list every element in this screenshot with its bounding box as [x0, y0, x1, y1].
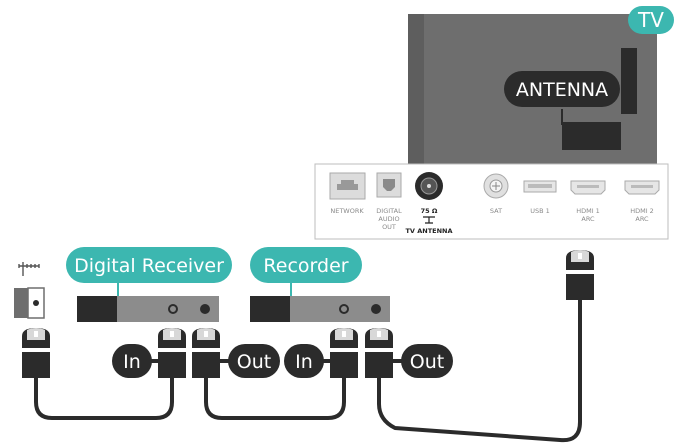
receiver-in-bubble: In — [112, 344, 158, 378]
tv-connector-panel: NETWORK DIGITAL AUDIO OUT 75 Ω TV ANTENN… — [314, 163, 669, 240]
plug-receiver-in — [158, 328, 186, 378]
antenna-symbol-icon — [423, 216, 435, 224]
hdmi2-label-1: HDMI 2 — [630, 207, 654, 215]
plug-tv — [566, 250, 594, 300]
digital-audio-label-1: DIGITAL — [376, 207, 402, 215]
receiver-out-jack — [200, 304, 210, 314]
antenna-pill: ANTENNA — [504, 71, 620, 107]
tv-edge — [408, 14, 424, 164]
receiver-in-jack — [168, 304, 178, 314]
optical-jack-icon — [383, 179, 395, 191]
cable-recorder-to-tv — [377, 298, 582, 443]
hdmi1-port: HDMI 1 ARC — [570, 180, 606, 223]
hdmi1-label-1: HDMI 1 — [576, 207, 600, 215]
cable-receiver-to-recorder — [204, 376, 346, 420]
antenna-name-label: TV ANTENNA — [406, 227, 453, 235]
digital-audio-label-2: AUDIO — [378, 215, 399, 223]
receiver-out-bubble: Out — [220, 344, 280, 378]
recorder-front — [250, 296, 290, 322]
recorder-in-bubble: In — [284, 344, 330, 378]
digital-audio-label-3: OUT — [382, 223, 396, 231]
io-labels: In Out In Out — [112, 344, 453, 378]
plugs — [22, 250, 594, 378]
hdmi1-jack-pins — [577, 185, 599, 188]
sat-label: SAT — [490, 207, 502, 215]
antenna-icon — [18, 262, 40, 276]
network-label: NETWORK — [330, 207, 364, 215]
recorder-device: Recorder — [250, 247, 390, 322]
plug-receiver-out — [192, 328, 220, 378]
plug-recorder-out — [365, 328, 393, 378]
network-jack-icon — [337, 180, 358, 190]
hdmi2-jack-pins — [631, 185, 653, 188]
hdmi2-label-2: ARC — [635, 215, 649, 223]
recorder-pill — [250, 247, 362, 283]
wall-socket-left — [14, 288, 28, 318]
digital-audio-port: DIGITAL AUDIO OUT — [376, 172, 402, 231]
tv-socket-block — [562, 122, 621, 150]
tv-antenna-port: 75 Ω TV ANTENNA — [406, 172, 453, 235]
recorder-in-label: In — [295, 351, 313, 373]
tv-badge-label: TV — [637, 8, 664, 32]
tv-slot — [621, 48, 637, 114]
hdmi1-label-2: ARC — [581, 215, 595, 223]
cable-antenna-to-receiver — [34, 376, 174, 420]
antenna-pill-bg — [504, 71, 620, 107]
recorder-out-label: Out — [410, 351, 444, 373]
sat-jack-icon — [492, 182, 500, 190]
antenna-pill-label: ANTENNA — [516, 79, 608, 101]
receiver-in-label: In — [123, 351, 141, 373]
recorder-out-bubble: Out — [393, 344, 453, 378]
recorder-in-jack — [339, 304, 349, 314]
receiver-front — [77, 296, 117, 322]
hdmi2-port: HDMI 2 ARC — [624, 180, 660, 223]
usb-jack-tongue — [528, 184, 552, 188]
antenna-value-label: 75 Ω — [421, 207, 438, 215]
wall-antenna-socket — [14, 262, 45, 319]
cables — [34, 298, 582, 443]
receiver-label: Digital Receiver — [74, 255, 224, 277]
wall-socket-hole — [33, 300, 39, 306]
tv-badge-bg — [628, 6, 674, 34]
usb-label: USB 1 — [530, 207, 550, 215]
usb-port: USB 1 — [523, 180, 557, 215]
tv-badge: TV — [628, 6, 674, 34]
recorder-out-jack — [371, 304, 381, 314]
network-port: NETWORK — [329, 172, 366, 215]
plug-wall — [22, 328, 50, 378]
digital-receiver-device: Digital Receiver — [66, 247, 232, 322]
receiver-pill — [66, 247, 232, 283]
antenna-jack-pin — [427, 184, 431, 188]
recorder-label: Recorder — [263, 255, 348, 277]
receiver-out-label: Out — [237, 351, 271, 373]
sat-port: SAT — [483, 173, 509, 215]
plug-recorder-in — [330, 328, 358, 378]
